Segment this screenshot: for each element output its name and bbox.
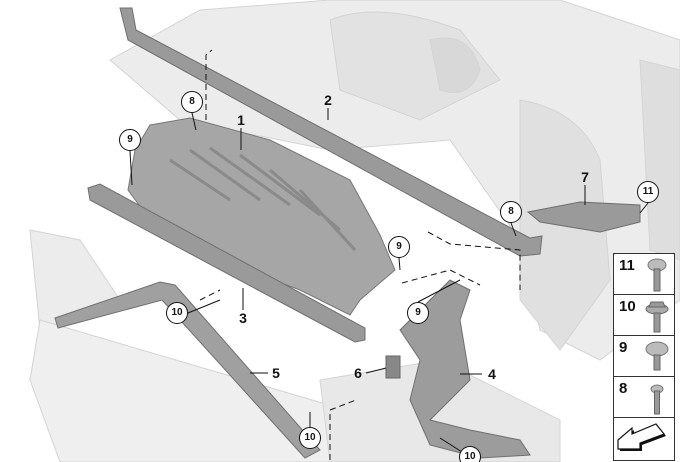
callout-screw-9: 9 [388, 236, 410, 258]
dashed-assembly-lines [199, 49, 521, 460]
legend-number: 9 [619, 339, 628, 356]
legend-number: 10 [619, 298, 636, 315]
part-1-shape [127, 117, 396, 316]
callout-bolt-10: 10 [166, 302, 188, 324]
part-6-shape [385, 355, 401, 379]
part-2-shape [119, 7, 543, 257]
part-3-shape [87, 183, 366, 343]
callout-bolt-11: 11 [637, 181, 659, 203]
part-7-shape [526, 201, 641, 233]
leader-lines [129, 108, 649, 453]
callout-screw-9: 9 [407, 302, 429, 324]
legend-row-10: 10 [614, 295, 674, 336]
callout-bolt-8: 8 [500, 201, 522, 223]
legend-row-9: 9 [614, 336, 674, 377]
pan-head-screw-icon [645, 341, 669, 371]
legend-row-8: 8 [614, 377, 674, 418]
legend-row-11: 11 [614, 254, 674, 295]
callout-part-4: 4 [488, 366, 496, 382]
callout-part-6: 6 [354, 365, 362, 381]
part-4-shape [399, 279, 531, 459]
callout-part-1: 1 [237, 112, 245, 128]
part-1-ribs [169, 146, 357, 252]
callout-bolt-10: 10 [299, 427, 321, 449]
callout-part-7: 7 [581, 169, 589, 185]
legend-arrow-cell [614, 418, 674, 459]
legend-number: 11 [619, 257, 635, 274]
direction-arrow-icon [617, 423, 666, 451]
fastener-legend: 11 10 9 8 [613, 253, 675, 461]
callout-part-3: 3 [239, 310, 247, 326]
legend-number: 8 [619, 380, 628, 397]
callout-bolt-10: 10 [459, 446, 481, 462]
callout-part-2: 2 [324, 92, 332, 108]
torx-pan-bolt-icon [647, 258, 667, 292]
callout-part-5: 5 [272, 365, 280, 381]
washer-bolt-icon [650, 384, 664, 415]
callout-screw-9: 9 [119, 129, 141, 151]
part-5-shape [54, 281, 321, 459]
hex-flange-bolt-icon [645, 301, 669, 333]
callout-bolt-8: 8 [181, 91, 203, 113]
